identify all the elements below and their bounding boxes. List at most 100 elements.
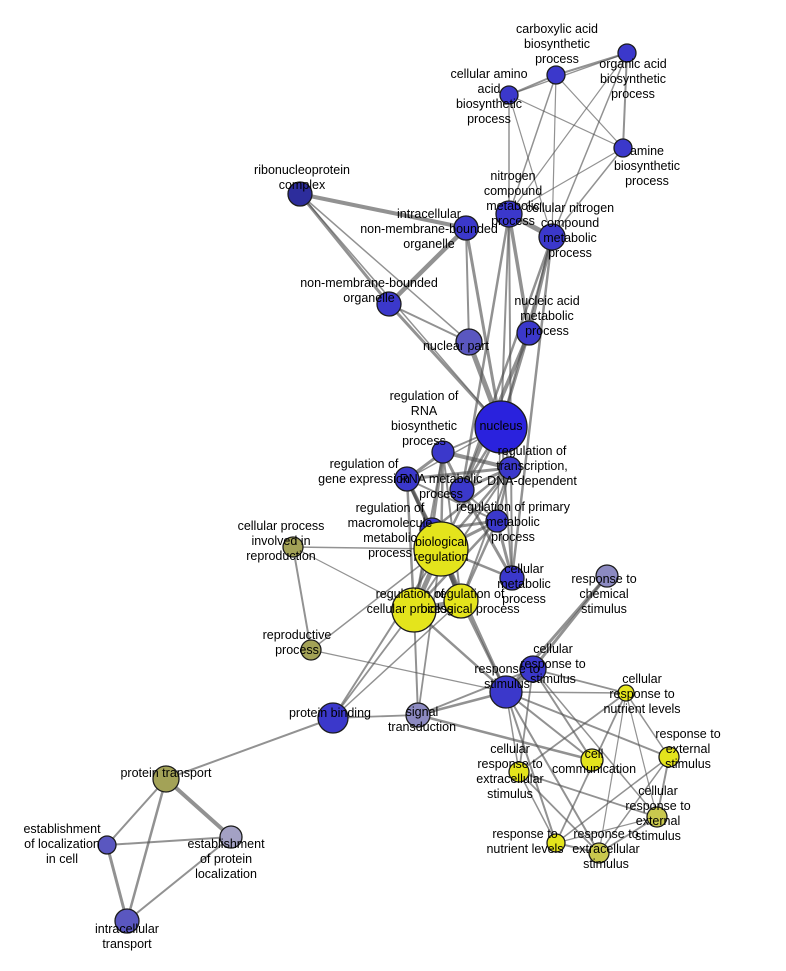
edge-cellrespextra-respnutr[interactable] bbox=[518, 771, 557, 844]
edge-cellrespstim-respchem[interactable] bbox=[531, 574, 609, 671]
edge-cellrespnutr-cellrespextra[interactable] bbox=[518, 692, 627, 773]
node-cellrespext[interactable] bbox=[646, 806, 668, 828]
node-cellrespstim[interactable] bbox=[519, 655, 547, 683]
node-cellrespextra[interactable] bbox=[508, 761, 530, 783]
node-rnametab[interactable] bbox=[449, 477, 475, 503]
edge-cellrespnutr-respext[interactable] bbox=[625, 692, 670, 758]
node-regbio[interactable] bbox=[443, 583, 479, 619]
node-cellrespnutr[interactable] bbox=[617, 684, 635, 702]
node-intranmb[interactable] bbox=[453, 215, 479, 241]
edge-bioreg-protbind[interactable] bbox=[332, 548, 442, 719]
node-respextra[interactable] bbox=[588, 842, 610, 864]
edge-repro-respstim[interactable] bbox=[310, 649, 507, 693]
node-nmb[interactable] bbox=[376, 291, 402, 317]
edge-nmb-nuclearpart[interactable] bbox=[388, 303, 470, 343]
edge-cellnitrogen-rnametab[interactable] bbox=[460, 235, 554, 492]
edge-nucleus-nitrogen[interactable] bbox=[500, 213, 510, 428]
edge-respstim-respextra[interactable] bbox=[505, 691, 600, 854]
edge-estloccell-estprotloc[interactable] bbox=[106, 836, 232, 846]
edge-cellrespextra-cellrespext[interactable] bbox=[518, 771, 658, 818]
edge-respext-respextra[interactable] bbox=[598, 756, 670, 854]
node-respstim[interactable] bbox=[489, 675, 523, 709]
node-organic[interactable] bbox=[617, 43, 637, 63]
edge-respstim-respext[interactable] bbox=[505, 691, 670, 758]
edge-bioreg-sigtrans[interactable] bbox=[417, 548, 442, 716]
edge-respstim-cellcomm[interactable] bbox=[505, 691, 593, 761]
node-cellcomm[interactable] bbox=[580, 748, 604, 772]
edge-cellrespstim-cellrespextra[interactable] bbox=[518, 668, 534, 773]
edge-regbio-protbind[interactable] bbox=[332, 600, 462, 719]
edge-rnp-nuclearpart[interactable] bbox=[299, 193, 470, 343]
node-nucleus[interactable] bbox=[474, 400, 528, 454]
edge-amino-amine[interactable] bbox=[508, 94, 624, 149]
edge-organic-amine[interactable] bbox=[622, 52, 628, 149]
edge-respstim-respnutr[interactable] bbox=[505, 691, 557, 844]
edge-respnutr-cellrespext[interactable] bbox=[555, 816, 658, 844]
edge-intratrans-estprotloc[interactable] bbox=[126, 836, 232, 922]
node-estprotloc[interactable] bbox=[219, 825, 243, 849]
node-nuclearpart[interactable] bbox=[455, 328, 483, 356]
edge-cellrespnutr-cellrespext[interactable] bbox=[625, 692, 658, 818]
edge-regtrans-reggene[interactable] bbox=[405, 466, 512, 481]
edge-carbox-amine[interactable] bbox=[555, 74, 624, 149]
edge-rnp-intranmb[interactable] bbox=[298, 192, 468, 230]
edge-protbind-prottrans[interactable] bbox=[165, 717, 334, 780]
edge-respstim-cellrespnutr[interactable] bbox=[505, 691, 627, 694]
edge-cellprocrep-repro[interactable] bbox=[292, 546, 312, 651]
node-intratrans[interactable] bbox=[114, 908, 140, 934]
node-amine[interactable] bbox=[613, 138, 633, 158]
node-reggene[interactable] bbox=[394, 466, 420, 492]
edge-cellprocrep-regcell[interactable] bbox=[292, 546, 415, 611]
edge-prottrans-estloccell[interactable] bbox=[106, 778, 167, 846]
edge-cellrespstim-cellrespext[interactable] bbox=[532, 668, 658, 818]
edge-prottrans-estprotloc[interactable] bbox=[164, 777, 233, 839]
node-estloccell[interactable] bbox=[97, 835, 117, 855]
node-regtrans[interactable] bbox=[498, 456, 522, 480]
node-respnutr[interactable] bbox=[546, 833, 566, 853]
edge-cellrespnutr-respextra[interactable] bbox=[598, 692, 627, 854]
edge-organic-amino[interactable] bbox=[508, 52, 628, 96]
node-cellprocrep[interactable] bbox=[282, 536, 304, 558]
node-sigtrans[interactable] bbox=[405, 702, 431, 728]
edge-amine-cellnitrogen[interactable] bbox=[551, 147, 624, 238]
edge-prottrans-intratrans[interactable] bbox=[125, 777, 168, 923]
edge-cellnitrogen-cellmetab[interactable] bbox=[510, 235, 554, 580]
edge-organic-cellnitrogen[interactable] bbox=[551, 52, 628, 238]
node-amino[interactable] bbox=[499, 85, 519, 105]
edge-amino-cellnitrogen[interactable] bbox=[508, 94, 553, 238]
edge-organic-nitrogen[interactable] bbox=[508, 52, 628, 215]
edge-rnametab-cellmetab[interactable] bbox=[460, 488, 514, 580]
node-rnp[interactable] bbox=[287, 181, 313, 207]
edge-intranmb-nmb[interactable] bbox=[386, 225, 469, 307]
edge-intratrans-estloccell[interactable] bbox=[105, 843, 129, 923]
node-bioreg[interactable] bbox=[413, 521, 469, 577]
edge-carbox-cellnitrogen[interactable] bbox=[551, 74, 557, 238]
edge-intranmb-nuclearpart[interactable] bbox=[465, 227, 470, 343]
node-nitrogen[interactable] bbox=[495, 200, 523, 228]
edge-respextra-cellrespext[interactable] bbox=[598, 816, 658, 854]
edge-amine-nitrogen[interactable] bbox=[508, 147, 624, 215]
node-respext[interactable] bbox=[658, 746, 680, 768]
edge-nmb-nucleus[interactable] bbox=[387, 302, 503, 429]
node-cellnitrogen[interactable] bbox=[538, 223, 566, 251]
edge-sigtrans-cellcomm[interactable] bbox=[416, 713, 594, 762]
node-repro[interactable] bbox=[300, 639, 322, 661]
edge-cellrespextra-respextra[interactable] bbox=[518, 771, 600, 854]
edge-cellrespstim-cellrespnutr[interactable] bbox=[532, 668, 627, 694]
node-regprimary[interactable] bbox=[485, 509, 509, 533]
node-protbind[interactable] bbox=[317, 702, 349, 734]
edge-carbox-nitrogen[interactable] bbox=[508, 74, 557, 215]
node-prottrans[interactable] bbox=[152, 765, 180, 793]
node-regrna[interactable] bbox=[431, 440, 455, 464]
node-regcell[interactable] bbox=[391, 587, 437, 633]
edge-cellrespstim-sigtrans[interactable] bbox=[417, 668, 534, 716]
node-cellmetab[interactable] bbox=[499, 565, 525, 591]
node-respchem[interactable] bbox=[595, 564, 619, 588]
edge-reggene-regprimary[interactable] bbox=[406, 478, 498, 522]
node-nucleicacid[interactable] bbox=[516, 320, 542, 346]
node-carbox[interactable] bbox=[546, 65, 566, 85]
